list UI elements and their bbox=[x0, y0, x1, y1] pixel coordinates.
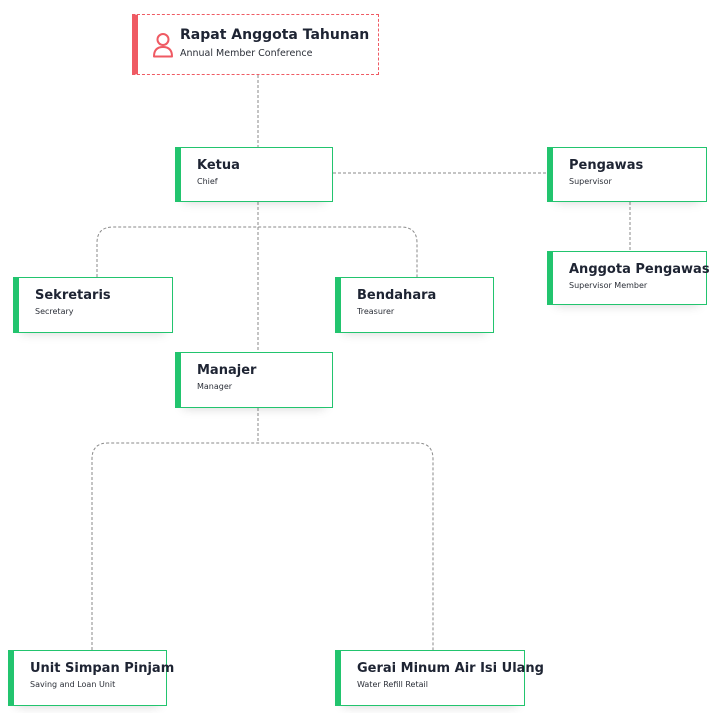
node-title: Gerai Minum Air Isi Ulang bbox=[357, 661, 544, 676]
connector-chief-branch bbox=[96, 226, 418, 277]
node-title: Rapat Anggota Tahunan bbox=[180, 27, 370, 43]
node-title: Anggota Pengawas bbox=[569, 262, 710, 277]
node-subtitle: Water Refill Retail bbox=[357, 680, 428, 689]
node-manager[interactable]: Manajer Manager bbox=[175, 352, 333, 408]
node-saving-loan-unit[interactable]: Unit Simpan Pinjam Saving and Loan Unit bbox=[8, 650, 175, 706]
node-water-refill-retail[interactable]: Gerai Minum Air Isi Ulang Water Refill R… bbox=[335, 650, 544, 706]
node-title: Manajer bbox=[197, 363, 257, 378]
node-supervisor-member[interactable]: Anggota Pengawas Supervisor Member bbox=[547, 251, 710, 305]
node-subtitle: Supervisor Member bbox=[569, 281, 648, 290]
node-secretary[interactable]: Sekretaris Secretary bbox=[13, 277, 173, 333]
node-annual-member-conference[interactable]: Rapat Anggota Tahunan Annual Member Conf… bbox=[132, 14, 379, 75]
node-title: Sekretaris bbox=[35, 288, 111, 303]
node-subtitle: Secretary bbox=[35, 307, 74, 316]
node-subtitle: Chief bbox=[197, 177, 218, 186]
node-title: Unit Simpan Pinjam bbox=[30, 661, 175, 676]
person-icon bbox=[153, 33, 173, 58]
node-title: Pengawas bbox=[569, 158, 644, 173]
node-supervisor[interactable]: Pengawas Supervisor bbox=[547, 147, 707, 202]
node-chief[interactable]: Ketua Chief bbox=[175, 147, 333, 202]
node-subtitle: Supervisor bbox=[569, 177, 612, 186]
node-subtitle: Treasurer bbox=[357, 307, 395, 316]
node-title: Bendahara bbox=[357, 288, 437, 303]
node-title: Ketua bbox=[197, 158, 240, 173]
node-subtitle: Manager bbox=[197, 382, 233, 391]
connector-units-branch bbox=[91, 442, 434, 650]
node-subtitle: Annual Member Conference bbox=[180, 48, 313, 59]
node-subtitle: Saving and Loan Unit bbox=[30, 680, 116, 689]
node-treasurer[interactable]: Bendahara Treasurer bbox=[335, 277, 494, 333]
